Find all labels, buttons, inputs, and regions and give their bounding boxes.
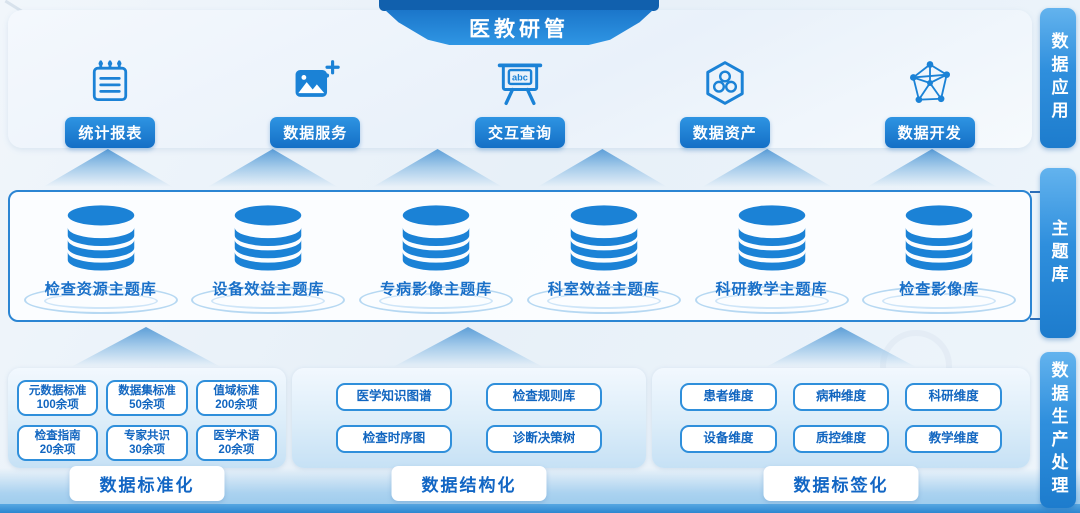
- chip-name: 检查指南: [34, 430, 81, 443]
- chip-count: 20余项: [218, 444, 255, 457]
- theme-library-panel: 检查资源主题库 设备效益主题库: [8, 190, 1032, 322]
- db-item: 科室效益主题库: [526, 192, 681, 320]
- database-icon: [67, 205, 134, 271]
- chip-count: 30余项: [129, 444, 165, 457]
- up-arrow-icon: [867, 149, 998, 187]
- database-icon: [738, 205, 805, 271]
- structure-chip: 检查时序图: [336, 425, 452, 453]
- chip-count: 50余项: [129, 399, 165, 412]
- chip-count: 100余项: [36, 399, 79, 412]
- dish-ellipse: [359, 286, 514, 314]
- image-service-icon: [295, 60, 340, 97]
- dish-ellipse: [23, 286, 178, 314]
- db-item: 检查影像库: [862, 192, 1017, 320]
- layer-tab-data-application: 数据应用: [1040, 8, 1076, 148]
- chip-name: 专家共识: [123, 430, 170, 443]
- up-arrow-icon: [702, 149, 833, 187]
- svg-text:abc: abc: [512, 73, 528, 83]
- banner-title: 医教研管: [385, 10, 653, 45]
- hexagon-assets-icon: [706, 61, 744, 105]
- up-arrow-icon: [537, 149, 668, 187]
- db-item: 专病影像主题库: [359, 192, 514, 320]
- standard-chip: 检查指南 20余项: [17, 425, 99, 462]
- up-arrow-icon: [71, 327, 221, 367]
- connector-line: [1030, 191, 1041, 193]
- standard-chip: 数据集标准 50余项: [106, 380, 188, 417]
- bottom-blue-bar: [0, 504, 1080, 513]
- chip-count: 200余项: [215, 399, 258, 412]
- db-label: 检查影像库: [899, 281, 980, 298]
- section-label-structuring: 数据结构化: [391, 466, 547, 501]
- dish-ellipse: [694, 286, 849, 314]
- standard-chip: 医学术语 20余项: [195, 425, 277, 462]
- query-board-icon: abc: [497, 63, 543, 106]
- db-label: 设备效益主题库: [212, 281, 325, 298]
- dish-ellipse: [862, 286, 1017, 314]
- app-label-pill: 数据服务: [270, 117, 361, 148]
- database-icon: [905, 205, 973, 271]
- db-item: 设备效益主题库: [191, 192, 346, 320]
- network-dev-icon: [909, 61, 950, 103]
- structure-chip: 检查规则库: [486, 383, 602, 411]
- database-icon: [570, 205, 638, 271]
- db-label: 科研教学主题库: [715, 281, 828, 298]
- up-arrow-icon: [42, 149, 173, 187]
- db-label: 科室效益主题库: [547, 281, 660, 298]
- dimension-chip: 设备维度: [680, 425, 777, 453]
- banner-top-strip: [379, 0, 659, 11]
- standard-chip: 元数据标准 100余项: [17, 380, 99, 417]
- dimension-chip: 科研维度: [905, 383, 1002, 411]
- report-icon: [93, 60, 128, 102]
- section-label-labeling: 数据标签化: [763, 466, 919, 501]
- app-item-data-assets: 数据资产: [679, 58, 770, 148]
- standard-chip: 专家共识 30余项: [106, 425, 188, 462]
- database-icon: [402, 205, 470, 271]
- dish-ellipse: [191, 286, 346, 314]
- labeling-panel: 患者维度 病种维度 科研维度 设备维度 质控维度 教学维度: [652, 368, 1030, 468]
- layer-tab-theme-library: 主题库: [1040, 168, 1076, 338]
- app-label-pill: 统计报表: [65, 117, 156, 148]
- chip-name: 元数据标准: [28, 385, 87, 397]
- chip-count: 20余项: [39, 444, 76, 457]
- app-label-pill: 数据开发: [884, 117, 975, 148]
- structuring-panel: 医学知识图谱 检查规则库 检查时序图 诊断决策树: [292, 368, 646, 468]
- chip-name: 数据集标准: [118, 385, 176, 397]
- db-label: 专病影像主题库: [380, 281, 493, 298]
- dimension-chip: 患者维度: [680, 383, 777, 411]
- db-item: 科研教学主题库: [694, 192, 849, 320]
- up-arrow-icon: [372, 149, 503, 187]
- standard-chip: 值域标准 200余项: [195, 380, 277, 417]
- standardization-panel: 元数据标准 100余项 数据集标准 50余项 值域标准 200余项 检查指南 2…: [8, 368, 286, 468]
- app-item-data-development: 数据开发: [884, 58, 975, 148]
- up-arrow-icon: [207, 149, 338, 187]
- dimension-chip: 教学维度: [905, 425, 1002, 453]
- layer-tab-data-production: 数据生产处理: [1040, 352, 1076, 508]
- structure-chip: 诊断决策树: [486, 425, 602, 453]
- db-item: 检查资源主题库: [23, 192, 178, 320]
- dish-ellipse: [526, 286, 681, 314]
- app-label-pill: 交互查询: [474, 117, 565, 148]
- arrow-row-upper: [8, 149, 1032, 187]
- chip-name: 值域标准: [213, 385, 260, 397]
- dimension-chip: 质控维度: [792, 425, 890, 453]
- structure-chip: 医学知识图谱: [336, 383, 452, 411]
- section-label-standardization: 数据标准化: [69, 466, 225, 501]
- dimension-chip: 病种维度: [792, 383, 890, 411]
- title-banner: 医教研管: [379, 0, 659, 45]
- chip-name: 医学术语: [213, 430, 260, 443]
- app-label-pill: 数据资产: [679, 117, 770, 148]
- app-item-interactive-query: abc 交互查询: [474, 58, 565, 148]
- connector-line: [1030, 318, 1041, 320]
- app-item-data-service: 数据服务: [270, 58, 361, 148]
- app-item-report: 统计报表: [65, 58, 156, 148]
- db-label: 检查资源主题库: [44, 281, 157, 298]
- database-icon: [235, 205, 302, 271]
- application-layer-row: 统计报表 数据服务: [8, 10, 1032, 148]
- up-arrow-icon: [393, 327, 543, 367]
